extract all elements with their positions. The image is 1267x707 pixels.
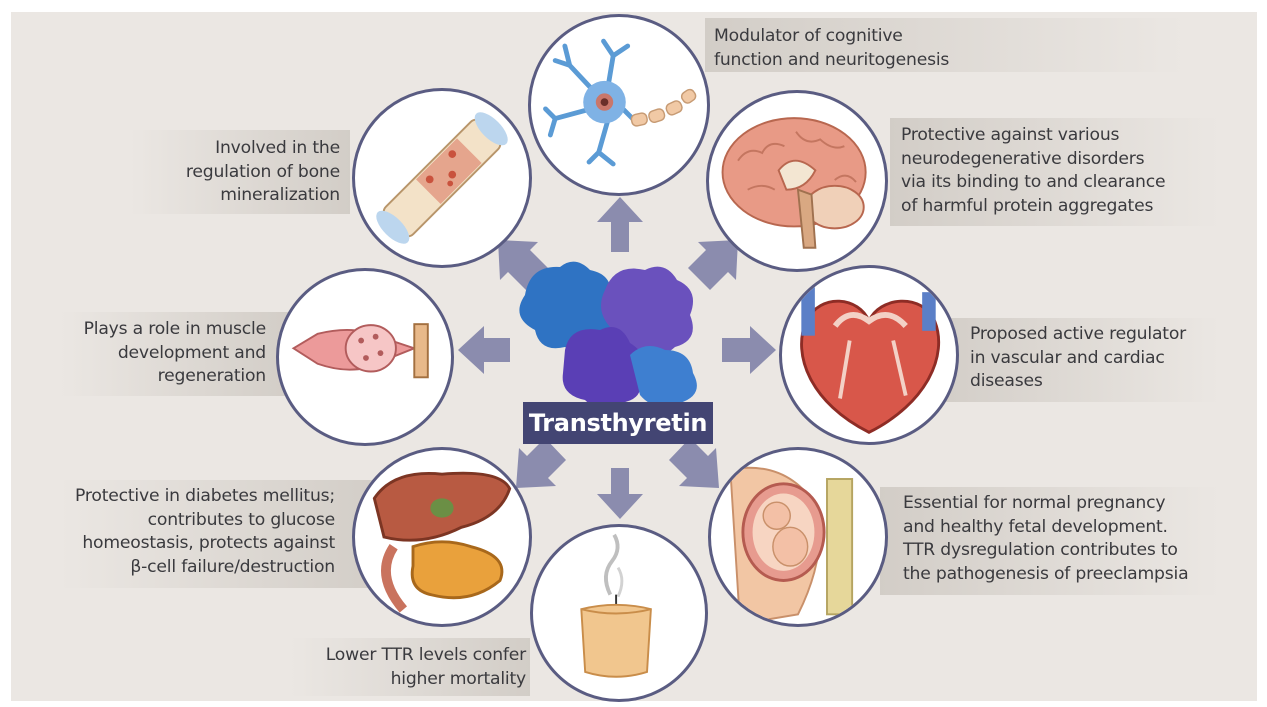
mortality-circle <box>530 524 708 702</box>
pregnancy-label-band <box>880 487 1220 595</box>
mortality-label: Lower TTR levels confer higher mortality <box>325 645 526 689</box>
heart-label: Proposed active regulator in vascular an… <box>970 324 1186 392</box>
muscle-label-band <box>60 312 290 396</box>
heart-circle <box>779 265 959 445</box>
diabetes-circle <box>352 447 532 627</box>
neuron-label: Modulator of cognitive function and neur… <box>714 26 950 70</box>
arrow-up-icon <box>597 197 643 252</box>
diabetes-label: Protective in diabetes mellitus; contrib… <box>75 486 335 577</box>
bone-label: Involved in the regulation of bone miner… <box>185 138 340 206</box>
heart-icon <box>800 287 940 434</box>
bone-circle <box>352 88 532 268</box>
neuron-circle <box>528 14 710 196</box>
arrow-left-icon <box>458 326 510 374</box>
pregnancy-label: Essential for normal pregnancy and healt… <box>903 493 1189 584</box>
arrow-downleft-icon <box>516 438 566 488</box>
center-title: Transthyretin <box>523 402 713 444</box>
arrow-down-icon <box>597 468 643 519</box>
liver-pancreas-icon <box>372 471 512 613</box>
brain-label-band <box>890 118 1220 226</box>
muscle-icon <box>291 323 429 379</box>
bone-label-band <box>130 130 350 214</box>
diabetes-label-band <box>60 480 380 588</box>
arrow-right-icon <box>722 326 776 374</box>
muscle-circle <box>276 268 454 446</box>
brain-label: Protective against various neurodegenera… <box>901 125 1166 216</box>
muscle-label: Plays a role in muscle development and r… <box>83 319 267 387</box>
bone-icon <box>376 112 508 244</box>
mortality-label-band <box>290 638 530 696</box>
brain-icon <box>721 117 867 249</box>
extinguished-candle-icon <box>580 533 652 678</box>
arrow-upright-icon <box>688 240 738 290</box>
pregnancy-icon <box>729 466 854 624</box>
arrow-downright-icon <box>669 438 719 488</box>
ttr-protein-icon <box>519 261 697 409</box>
neuron-label-band <box>705 18 1185 72</box>
neuron-icon <box>543 38 697 167</box>
pregnancy-circle <box>708 447 888 627</box>
brain-circle <box>706 90 888 272</box>
heart-label-band <box>930 318 1220 402</box>
